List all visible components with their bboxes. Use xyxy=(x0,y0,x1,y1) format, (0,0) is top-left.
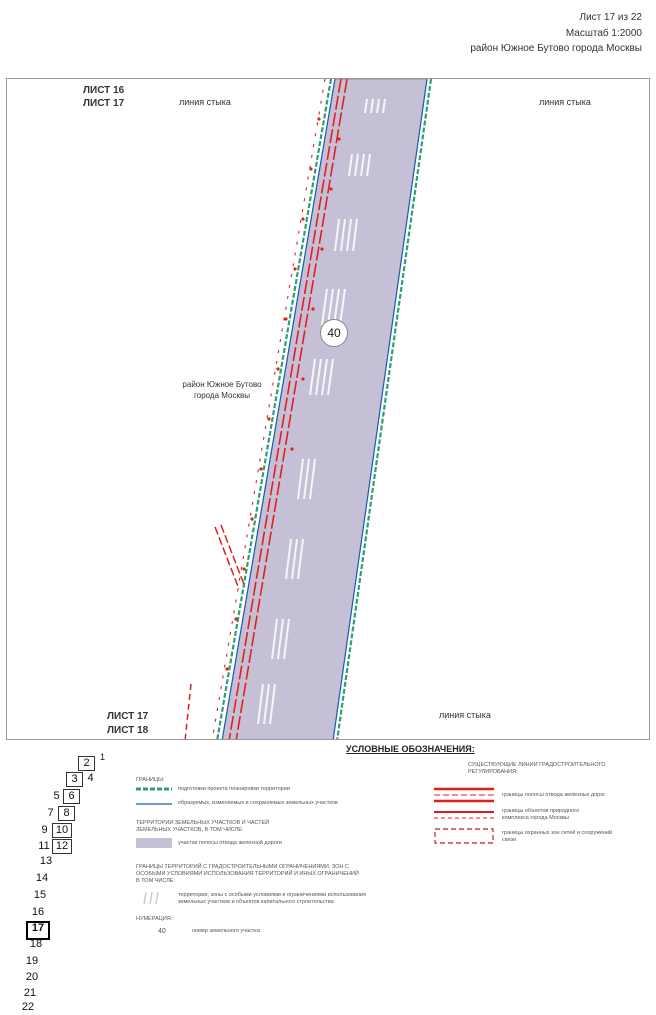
legend-numbering-heading: НУМЕРАЦИЯ: xyxy=(136,916,173,922)
legend-natural-complex-1: границы объектов природного xyxy=(502,808,580,814)
sheet-11[interactable]: 11 xyxy=(38,840,50,852)
natural-complex-symbol xyxy=(434,811,494,819)
sheet-12[interactable]: 12 xyxy=(52,839,72,854)
sheet-16[interactable]: 16 xyxy=(31,906,45,918)
sheet-15[interactable]: 15 xyxy=(33,889,47,901)
sheet-number: Лист 17 из 22 xyxy=(579,12,642,23)
junction-label-top-left: линия стыка xyxy=(179,97,231,107)
red-markers xyxy=(225,117,341,671)
red-line-1 xyxy=(228,79,342,739)
district-header: район Южное Бутово города Москвы xyxy=(470,43,642,54)
legend-borders-heading: ГРАНИЦЫ: xyxy=(136,777,165,783)
legend-railway-strip: участки полосы отвода железной дороги xyxy=(178,840,282,846)
red-line-2 xyxy=(235,79,348,739)
sheet-9[interactable]: 9 xyxy=(41,824,48,836)
district-map-label: район Южное Бутово города Москвы xyxy=(167,379,277,401)
sheet-2[interactable]: 2 xyxy=(78,756,95,771)
scale-label: Масштаб 1:2000 xyxy=(565,28,642,39)
legend-restriction-zone-1: территории, зоны с особыми условиями и о… xyxy=(178,892,366,898)
sheet-4[interactable]: 4 xyxy=(87,772,94,784)
legend-title: УСЛОВНЫЕ ОБОЗНАЧЕНИЯ: xyxy=(346,744,475,754)
legend-restrictions-2: ОСОБЫМИ УСЛОВИЯМИ ИСПОЛЬЗОВАНИЯ ТЕРРИТОР… xyxy=(136,871,359,877)
sheet-13[interactable]: 13 xyxy=(39,855,53,867)
district-line-1: район Южное Бутово xyxy=(182,380,262,389)
restriction-hatch-symbol xyxy=(143,892,159,904)
map-canvas xyxy=(184,79,433,739)
bottom-sheet-next: ЛИСТ 18 xyxy=(107,725,149,736)
sheet-19[interactable]: 19 xyxy=(25,955,39,967)
sheet-21[interactable]: 21 xyxy=(23,987,37,999)
sheet-6[interactable]: 6 xyxy=(63,789,80,804)
legend-existing-lines-2: РЕГУЛИРОВАНИЯ: xyxy=(468,769,518,775)
legend-red-rail: границы полосы отвода железных дорог xyxy=(502,792,606,798)
sheet-1[interactable]: 1 xyxy=(99,752,105,762)
legend-restrictions-3: В ТОМ ЧИСЛЕ: xyxy=(136,878,175,884)
sheet-8[interactable]: 8 xyxy=(58,806,75,821)
plot-boundary-right xyxy=(332,79,428,739)
sheet-3[interactable]: 3 xyxy=(66,772,83,787)
legend-plot-number-sample: 40 xyxy=(158,928,166,935)
legend-project-boundary: подготовки проекта планировки территории xyxy=(178,786,290,792)
junction-label-top-right: линия стыка xyxy=(539,97,591,107)
spur-lines xyxy=(184,524,246,739)
top-sheet-prev: ЛИСТ 16 xyxy=(83,85,125,96)
railway-strip-symbol xyxy=(136,838,172,848)
project-boundary-right xyxy=(336,79,433,739)
legend-formed-plots: образуемых, изменяемых и сохраняемых зем… xyxy=(178,800,338,806)
sheet-18[interactable]: 18 xyxy=(29,938,43,950)
sheet-index: 1 2 3 4 5 6 7 8 9 10 11 12 13 14 15 16 1… xyxy=(6,740,116,1013)
project-boundary-symbol xyxy=(136,787,172,791)
legend-restrictions-1: ГРАНИЦЫ ТЕРРИТОРИЙ С ГРАДОСТРОИТЕЛЬНЫМИ … xyxy=(136,864,349,870)
legend-territories-2: ЗЕМЕЛЬНЫХ УЧАСТКОВ, В ТОМ ЧИСЛЕ: xyxy=(136,827,244,833)
sheet-10[interactable]: 10 xyxy=(52,823,72,838)
legend-protection-zone-2: связи xyxy=(502,837,517,843)
legend-plot-number-desc: номер земельного участка xyxy=(192,928,260,934)
plot-boundary-symbol xyxy=(136,803,172,805)
junction-label-bottom: линия стыка xyxy=(439,710,491,720)
sheet-20[interactable]: 20 xyxy=(25,971,39,983)
map-frame[interactable]: ЛИСТ 16 ЛИСТ 17 линия стыка линия стыка … xyxy=(6,78,650,740)
district-line-2: города Москвы xyxy=(194,391,250,400)
legend-existing-lines-1: СУЩЕСТВУЮЩИЕ ЛИНИИ ГРАДОСТРОИТЕЛЬНОГО xyxy=(468,762,606,768)
legend-panel: УСЛОВНЫЕ ОБОЗНАЧЕНИЯ: 1 2 3 4 5 6 7 8 9 … xyxy=(6,740,650,1013)
sheet-17-current[interactable]: 17 xyxy=(26,921,50,940)
legend-protection-zone-1: границы охранных зон сетей и сооружений xyxy=(502,830,613,836)
protection-zone-symbol xyxy=(434,828,494,844)
red-line-3 xyxy=(211,79,326,739)
bottom-sheet-current: ЛИСТ 17 xyxy=(107,711,149,722)
legend-restriction-zone-2: земельных участков и объектов капитально… xyxy=(178,899,334,905)
sheet-7[interactable]: 7 xyxy=(47,807,54,819)
sheet-5[interactable]: 5 xyxy=(53,790,60,802)
sheet-14[interactable]: 14 xyxy=(35,872,49,884)
restriction-hatches xyxy=(257,98,386,725)
legend-natural-complex-2: комплекса города Москвы xyxy=(502,815,569,821)
legend-territories-1: ТЕРРИТОРИИ ЗЕМЕЛЬНЫХ УЧАСТКОВ И ЧАСТЕЙ xyxy=(136,820,270,826)
red-rail-symbol xyxy=(434,787,494,803)
top-sheet-current: ЛИСТ 17 xyxy=(83,98,125,109)
plot-number-badge[interactable]: 40 xyxy=(320,319,348,347)
plot-boundary-left xyxy=(221,79,336,739)
